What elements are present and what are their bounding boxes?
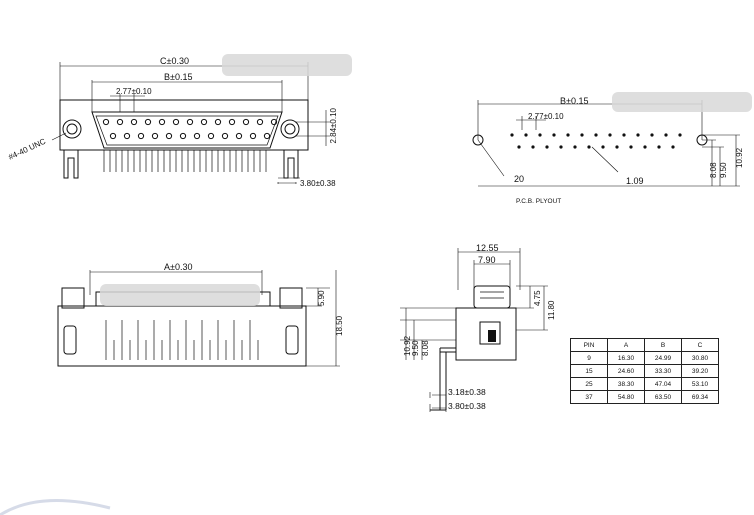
pcb-caption: P.C.B. PLYOUT (516, 198, 561, 205)
table-row: 37 54.80 63.50 69.34 (570, 390, 719, 404)
post-right (279, 287, 303, 309)
pcb-hole-pin: 1.09 (626, 176, 644, 186)
cell: 63.50 (644, 390, 682, 404)
pin-tails (103, 150, 267, 172)
side-dim-w2: 7.90 (478, 255, 496, 265)
table-row: 25 38.30 47.04 53.10 (570, 377, 719, 391)
bottom-pins (105, 320, 259, 360)
side-dim-l3: 8.08 (421, 340, 430, 356)
cell: 9 (570, 351, 608, 365)
table-row: 9 16.30 24.99 30.80 (570, 351, 719, 365)
pcb-dim-pitch: 2.77±0.10 (528, 112, 564, 121)
pcb-dim-b: B±0.15 (560, 96, 588, 106)
front-view: C±0.30 B±0.15 2.77±0.10 2.84±0.10 #4-40 … (7, 54, 352, 188)
board-lock-right (283, 150, 299, 179)
front-flange (59, 99, 309, 151)
spec-header-c: C (681, 338, 719, 352)
side-shell (473, 285, 511, 309)
watermark-blur-3 (100, 284, 260, 306)
bottom-dim-h2: 18.50 (335, 315, 344, 336)
cell: 15 (570, 364, 608, 378)
table-row: 15 24.60 33.30 39.20 (570, 364, 719, 378)
pin-row-bottom (109, 132, 271, 140)
corner-swoosh (0, 499, 111, 515)
side-dim-l2: 9.50 (411, 340, 420, 356)
spec-header-pin: PIN (570, 338, 608, 352)
mount-hole-right (280, 119, 300, 139)
d-shell-inner (95, 115, 279, 146)
cell: 53.10 (681, 377, 719, 391)
side-pins (430, 347, 456, 411)
cell: 25 (570, 377, 608, 391)
pcb-dim-v1: 8.08 (709, 162, 718, 178)
cell: 38.30 (607, 377, 645, 391)
cell: 54.80 (607, 390, 645, 404)
cell: 33.30 (644, 364, 682, 378)
bottom-body (57, 305, 307, 367)
pcb-hole-small: 20 (514, 174, 524, 184)
pcb-pad-row-bottom (517, 145, 675, 149)
cell: 16.30 (607, 351, 645, 365)
dim-tail: 3.80±0.38 (300, 179, 336, 188)
pcb-mount-hole-left (472, 134, 484, 146)
side-dim-w1: 12.55 (476, 243, 499, 253)
dim-b: B±0.15 (164, 72, 192, 82)
spec-table: PIN A B C 9 16.30 24.99 30.80 15 24.60 3… (570, 338, 719, 404)
pcb-pad-row-top (510, 133, 682, 137)
pcb-dim-v3: 10.92 (735, 147, 744, 168)
spec-header-b: B (644, 338, 682, 352)
spec-header-row: PIN A B C (570, 338, 719, 352)
cell: 24.99 (644, 351, 682, 365)
mount-hole-left (62, 119, 82, 139)
side-body (455, 307, 517, 361)
pcb-layout: B±0.15 2.77±0.10 20 1.09 8.08 9.50 10.92… (472, 92, 752, 205)
watermark-blur-2 (612, 92, 752, 112)
dim-c: C±0.30 (160, 56, 189, 66)
side-view: 12.55 7.90 4.75 11.80 10.92 9.50 8.08 3.… (400, 243, 556, 412)
cell: 30.80 (681, 351, 719, 365)
cell: 47.04 (644, 377, 682, 391)
side-dim-b2: 3.80±0.38 (448, 401, 486, 411)
dim-height: 2.84±0.10 (329, 107, 338, 143)
spec-header-a: A (607, 338, 645, 352)
post-left (61, 287, 85, 309)
bottom-dim-h1: 5.90 (317, 290, 326, 306)
side-dim-b1: 3.18±0.38 (448, 387, 486, 397)
cell: 24.60 (607, 364, 645, 378)
bottom-view: A±0.30 5.90 18.50 (57, 262, 344, 367)
cell: 69.34 (681, 390, 719, 404)
dim-pitch: 2.77±0.10 (116, 87, 152, 96)
dim-thread: #4-40 UNC (7, 137, 47, 162)
cell: 37 (570, 390, 608, 404)
cell: 39.20 (681, 364, 719, 378)
pcb-dim-v2: 9.50 (719, 162, 728, 178)
d-shell (91, 111, 283, 149)
side-dim-h2: 11.80 (547, 300, 556, 320)
clip-left (63, 325, 77, 355)
side-dim-l1: 10.92 (403, 335, 412, 356)
board-lock-left (63, 150, 79, 179)
side-dim-h1: 4.75 (533, 290, 542, 306)
bottom-dim-a: A±0.30 (164, 262, 192, 272)
pin-row-top (102, 118, 278, 126)
watermark-blur (222, 54, 352, 76)
clip-right (285, 325, 299, 355)
